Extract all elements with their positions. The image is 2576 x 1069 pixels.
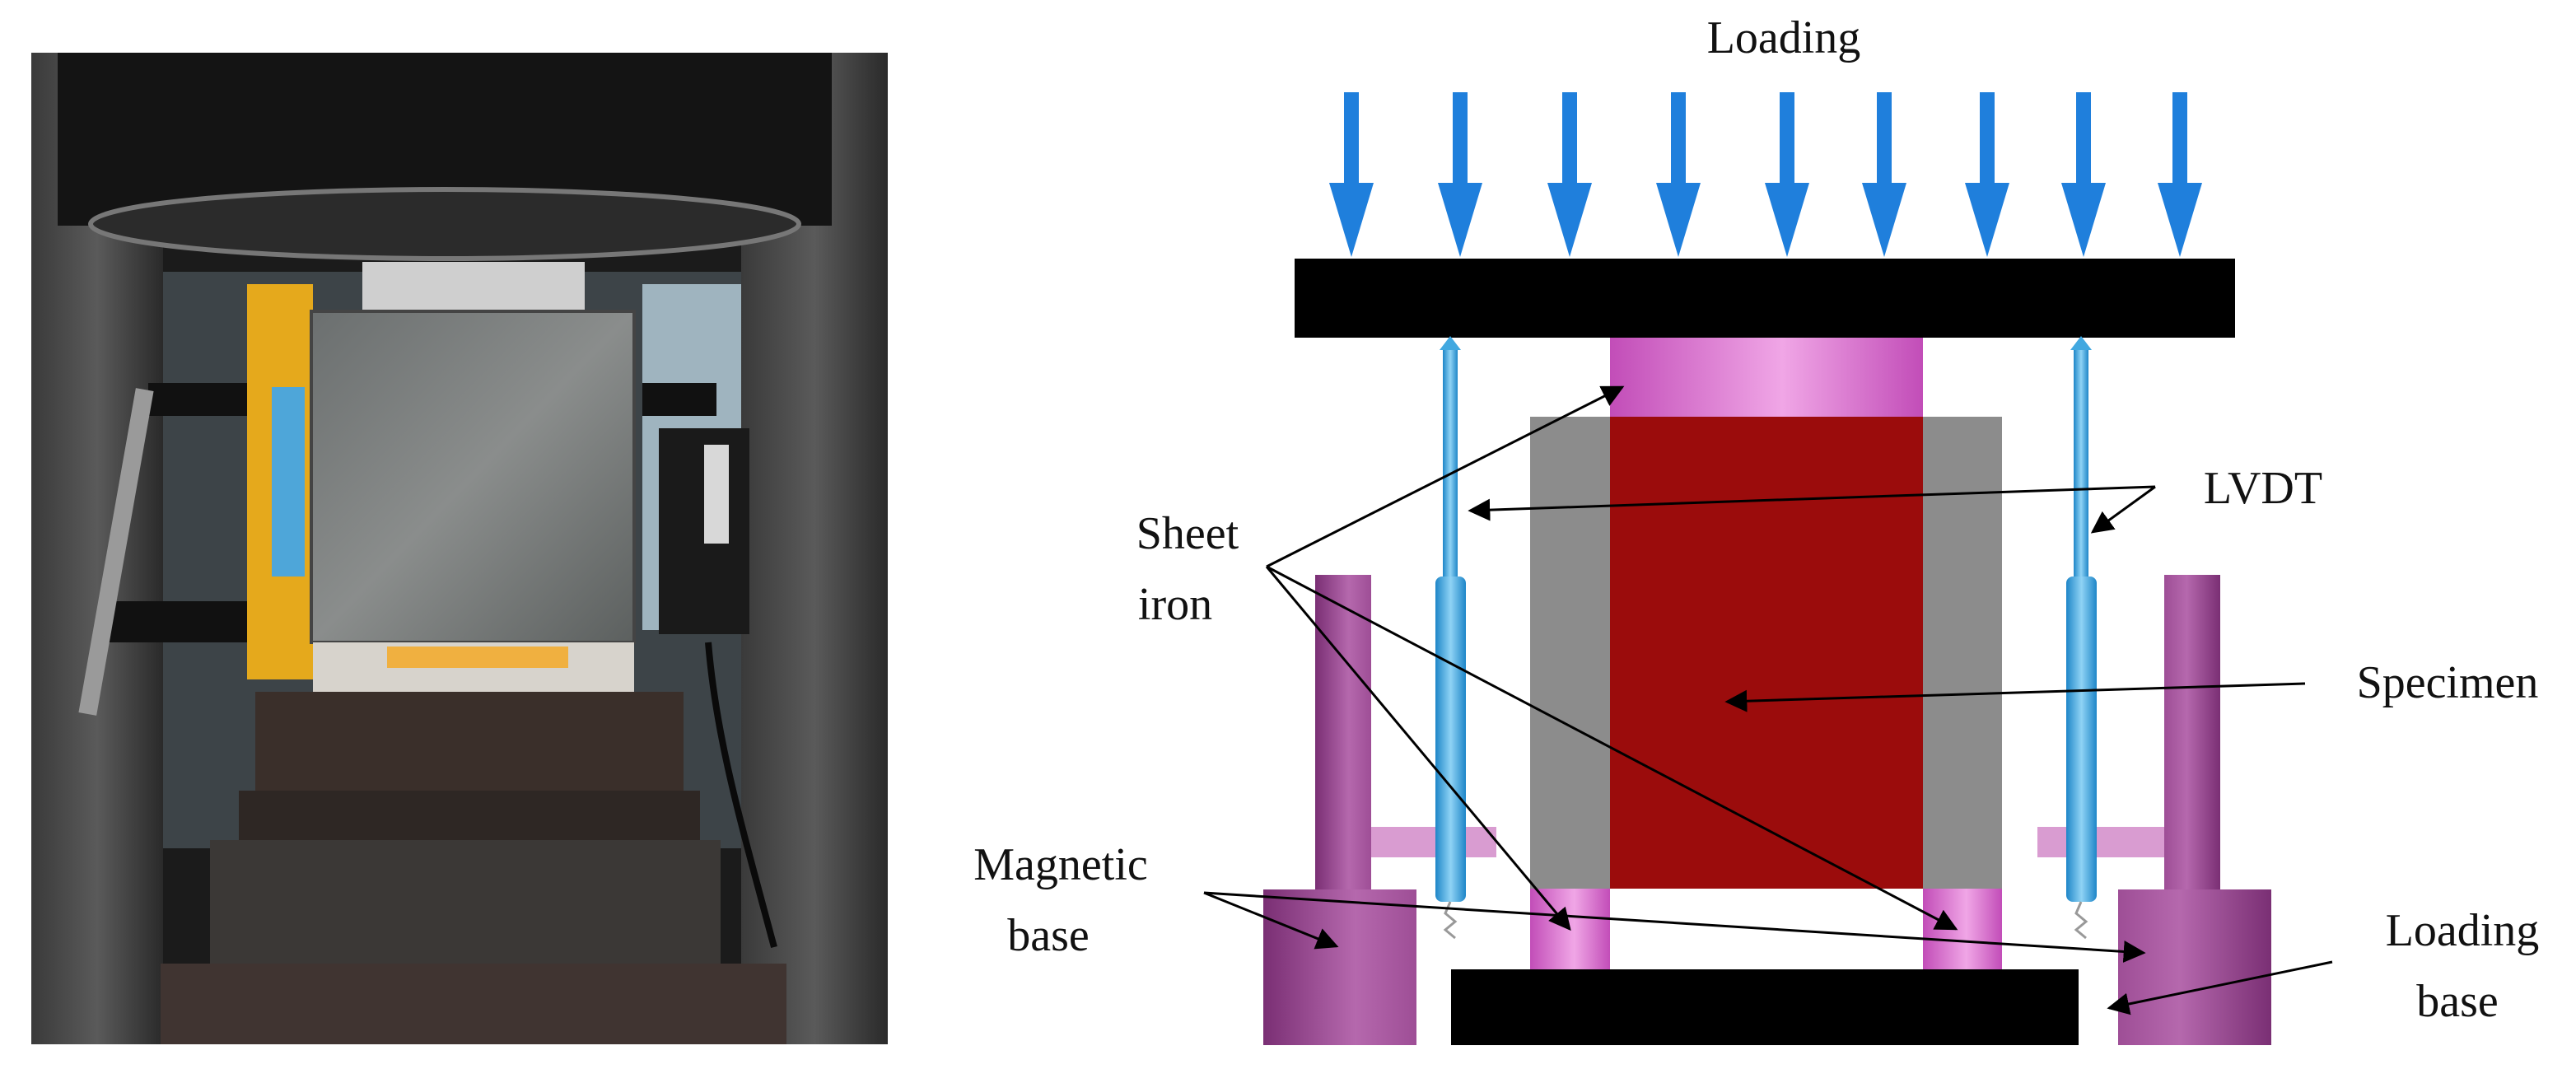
leader-sheet-iron-bottom-right [1266,565,1958,931]
bottom-sheet-iron-right [1923,889,2002,969]
sheet-iron-label: Sheet [1136,508,1239,559]
top-sheet-iron [1610,338,1923,417]
loading-base-label: Loading [2386,905,2540,956]
photo-top-platen [362,262,585,311]
photo-base-step-4 [161,964,786,1044]
leader-sheet-iron-bottom-left [1265,566,1571,931]
loading-base-label-line2: base [2416,976,2499,1027]
magnetic-base-foot-right [2118,889,2271,1045]
loading-base-plate [1451,969,2079,1045]
leader-lines [1203,385,2333,1015]
leader-lvdt-left [1468,485,2156,521]
photo-lvdt-cable [705,642,777,949]
photo-base-step-3 [210,840,721,964]
specimen-block [1610,417,1923,889]
down-arrow-icon [1765,92,1809,257]
loading-label: Loading [1707,12,1861,63]
press-ram-rim [88,187,801,261]
side-plate-right [1923,417,2002,889]
specimen-label: Specimen [2357,657,2539,708]
leader-magnetic-base-left [1203,891,1339,950]
photo-lvdt-clamp-right [642,383,716,416]
photo-base-step-2 [239,791,700,840]
photo-blue-post [272,387,305,577]
down-arrow-icon [2061,92,2106,257]
down-arrow-icon [1965,92,2009,257]
down-arrow-icon [1862,92,1906,257]
leader-lvdt-right [2090,485,2156,534]
magnetic-base-post-left [1315,575,1371,889]
test-setup-photo [31,53,888,1044]
photo-lvdt-rod-left [78,388,154,716]
photo-concrete-specimen [310,310,636,644]
bottom-sheet-iron-left [1530,889,1610,969]
lvdt-label: LVDT [2204,463,2322,514]
photo-lvdt-clamp-left-lower [99,601,247,642]
magnetic-base-label: Magnetic [973,839,1147,890]
down-arrow-icon [1438,92,1482,257]
down-arrow-icon [1656,92,1701,257]
lvdt-sensor-icon [1435,336,1466,940]
sheet-iron-label-line2: iron [1138,579,1212,630]
down-arrow-icon [2158,92,2202,257]
photo-gap-glow [387,647,568,668]
magnetic-base-arm-left [1371,827,1496,857]
leader-loading-base [2107,960,2333,1015]
down-arrow-icon [1329,92,1374,257]
photo-lvdt-label-right [704,445,729,544]
top-loading-plate [1295,259,2235,338]
magnetic-base-post-right [2164,575,2220,889]
lvdt-sensor-icon [2066,336,2097,940]
photo-base-step-1 [255,692,684,791]
leader-magnetic-base-right [1203,891,2146,963]
leader-specimen [1724,682,2306,712]
leader-sheet-iron-top [1266,385,1625,568]
side-plate-left [1530,417,1610,889]
magnetic-base-label-line2: base [1007,910,1090,961]
schematic-diagram: Loading [973,12,2539,1045]
magnetic-base-foot-left [1263,889,1416,1045]
photo-lvdt-clamp-left [148,383,247,416]
loading-arrows [1329,92,2202,257]
down-arrow-icon [1547,92,1592,257]
magnetic-base-arm-right [2037,827,2164,857]
